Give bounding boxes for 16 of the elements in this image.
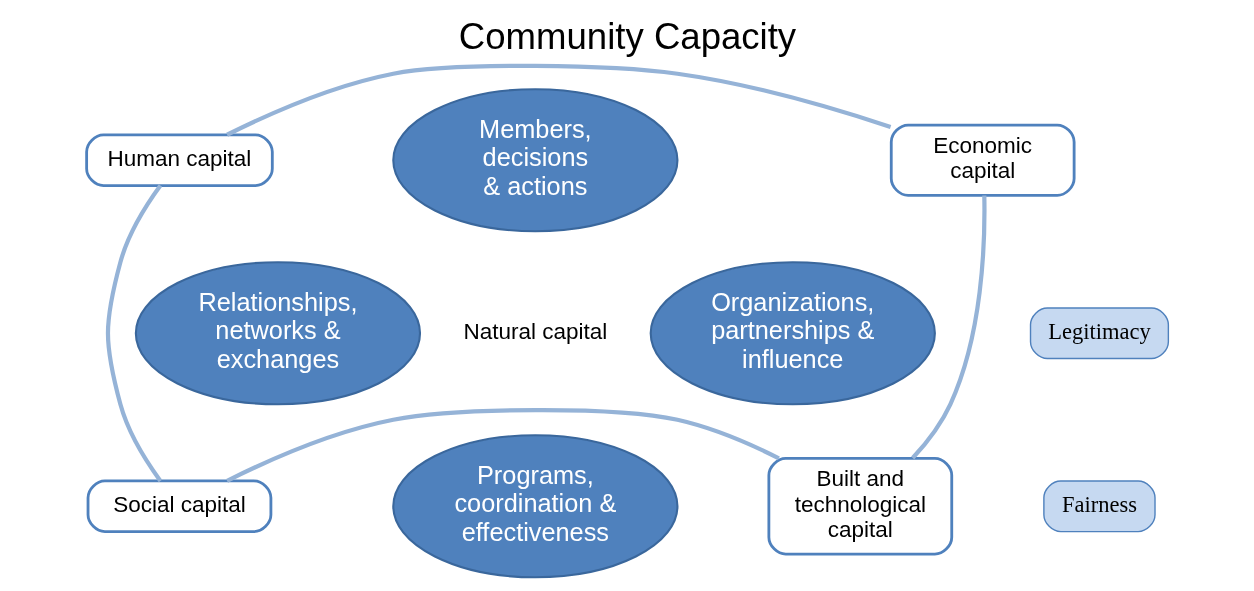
node-box: Legitimacy [1029,307,1169,360]
node-box: Built and technological capital [766,457,953,556]
diagram-title: Community Capacity [458,15,796,57]
connector [910,195,987,460]
connector [105,184,162,483]
node-ellipse: Programs, coordination & effectiveness [391,434,678,579]
node-ellipse: Members, decisions & actions [391,88,678,233]
node-box: Human capital [84,133,274,187]
node-box: Social capital [86,479,272,533]
connector [225,63,891,137]
node-ellipse: Organizations, partnerships & influence [649,261,936,406]
node-box: Fairness [1042,480,1156,533]
connector [225,407,780,483]
node-ellipse: Relationships, networks & exchanges [134,261,421,406]
node-text: Natural capital [462,318,607,344]
node-box: Economic capital [889,123,1076,197]
